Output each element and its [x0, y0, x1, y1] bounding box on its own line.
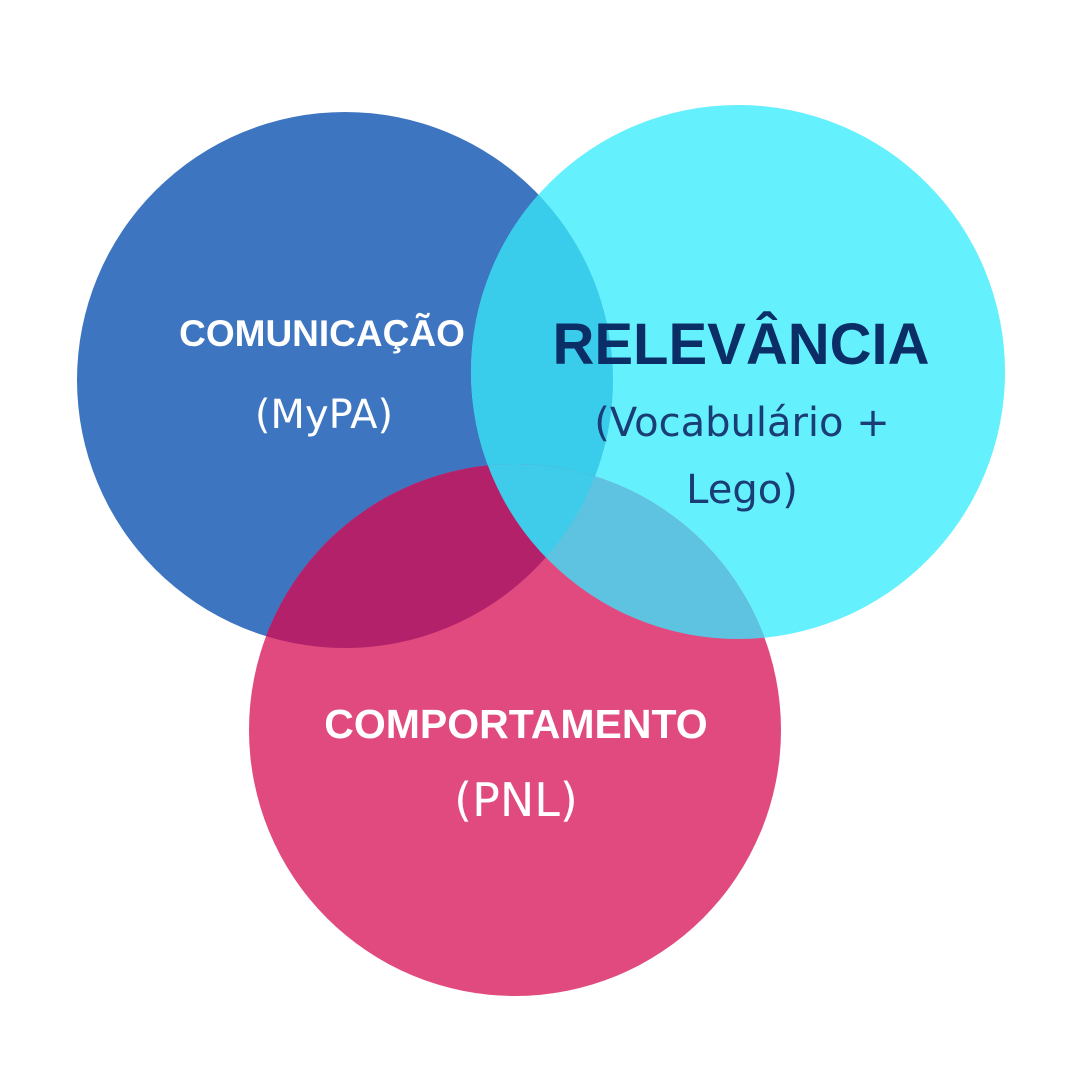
label-relevancia-title: RELEVÂNCIA — [552, 312, 929, 377]
label-comportamento-subtitle: (PNL) — [454, 773, 578, 827]
label-comunicacao-subtitle: (MyPA) — [255, 392, 393, 438]
label-relevancia-subtitle-line2: Lego) — [686, 467, 798, 513]
label-relevancia-subtitle-line1: (Vocabulário + — [594, 400, 889, 446]
overlap-relevancia-comportamento — [471, 464, 781, 639]
overlap-comunicacao-comportamento — [249, 464, 613, 648]
label-comunicacao-title: COMUNICAÇÃO — [179, 312, 465, 354]
label-comportamento-title: COMPORTAMENTO — [324, 701, 707, 747]
